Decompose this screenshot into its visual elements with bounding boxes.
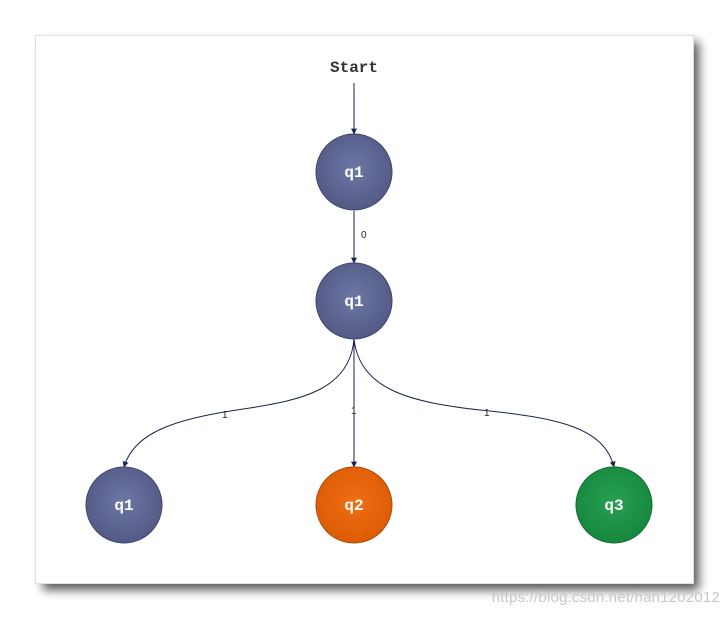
state-node-top-q1[interactable]: q1 (315, 133, 393, 211)
state-node-right-q3[interactable]: q3 (575, 466, 653, 544)
watermark-text: https://blog.csdn.net/han1202012 (491, 589, 720, 606)
state-label-left: q1 (114, 497, 133, 515)
edge-label-middle-to-left: 1 (222, 410, 228, 421)
edge-label-middle-to-right: 1 (484, 408, 490, 419)
edge-middle-to-left (122, 338, 355, 468)
state-node-middle-q1[interactable]: q1 (315, 262, 393, 340)
state-label-center: q2 (344, 497, 363, 515)
state-label-middle: q1 (344, 293, 363, 311)
edge-middle-to-right (353, 338, 616, 468)
edge-label-middle-to-center: 1 (351, 406, 357, 417)
state-label-right: q3 (604, 497, 623, 515)
start-label: Start (330, 59, 378, 77)
state-node-left-q1[interactable]: q1 (85, 466, 163, 544)
edge-label-top-to-middle: 0 (361, 230, 367, 241)
state-label-top: q1 (344, 164, 363, 182)
state-node-center-q2[interactable]: q2 (315, 466, 393, 544)
